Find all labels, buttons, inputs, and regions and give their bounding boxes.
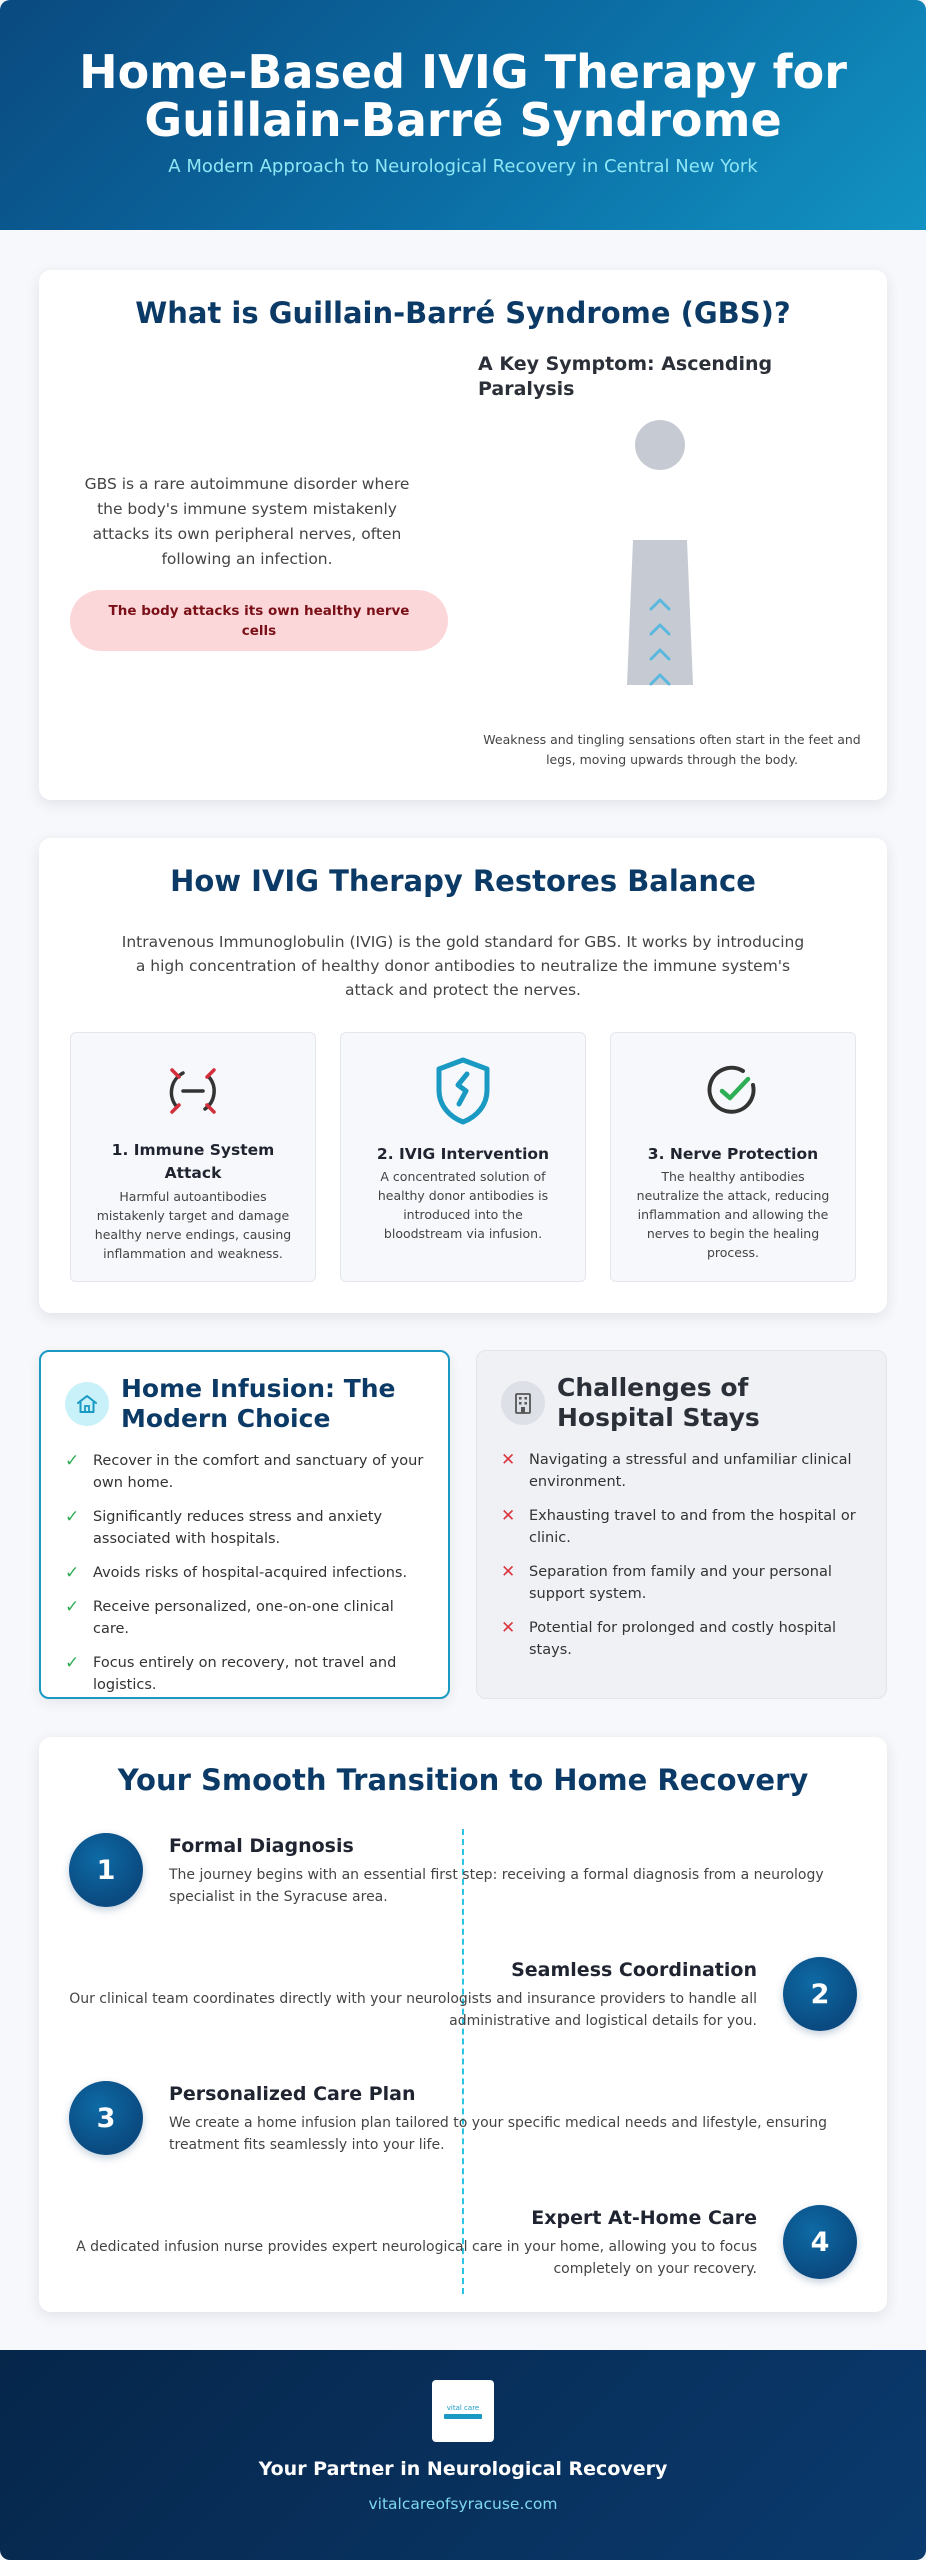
list-item: ✕Potential for prolonged and costly hosp… [501,1618,837,1658]
step-text: Our clinical team coordinates directly w… [69,1991,757,2029]
step-title: Seamless Coordination [511,1959,757,1981]
step-title: Expert At-Home Care [531,2207,757,2229]
checkmark-icon: ✓ [65,1597,80,1617]
ivig-step-title: 3. Nerve Protection [647,1145,819,1163]
ivig-title: How IVIG Therapy Restores Balance [170,864,756,898]
shield-icon [436,1057,490,1125]
checkmark-icon: ✓ [65,1507,80,1527]
logo-bar [444,2413,482,2419]
ivig-section: How IVIG Therapy Restores Balance Intrav… [39,838,887,1313]
list-item: ✓Avoids risks of hospital-acquired infec… [65,1563,408,1583]
x-mark-icon: ✕ [501,1618,516,1638]
ivig-step-2: 2. IVIG Intervention A concentrated solu… [340,1032,586,1282]
page-subtitle: A Modern Approach to Neurological Recove… [168,156,758,177]
gbs-highlight: The body attacks its own healthy nerve c… [70,590,448,651]
transition-section: Your Smooth Transition to Home Recovery … [39,1737,887,2312]
footer-url-link[interactable]: vitalcareofsyracuse.com [368,2495,558,2513]
x-mark-icon: ✕ [501,1562,516,1582]
timeline-step-1: 1 Formal Diagnosis The journey begins wi… [39,1833,887,1923]
list-item: ✕Navigating a stressful and unfamiliar c… [501,1450,852,1490]
gbs-section: What is Guillain-Barré Syndrome (GBS)? G… [39,270,887,800]
hospital-challenges-list: ✕Navigating a stressful and unfamiliar c… [501,1449,866,1673]
step-number-badge: 1 [69,1833,143,1907]
hospital-challenges-card: Challenges of Hospital Stays ✕Navigating… [476,1350,887,1699]
home-icon [65,1382,109,1426]
human-figure-icon [625,420,695,700]
footer-tagline: Your Partner in Neurological Recovery [258,2458,668,2480]
checkmark-icon: ✓ [65,1563,80,1583]
timeline-step-2: 2 Seamless Coordination Our clinical tea… [39,1957,887,2047]
company-logo: vital care [432,2380,494,2442]
step-title: Formal Diagnosis [169,1835,354,1857]
ivig-step-title: 2. IVIG Intervention [376,1145,550,1163]
list-item: ✕Exhausting travel to and from the hospi… [501,1506,856,1546]
page-footer: vital care Your Partner in Neurological … [0,2350,926,2560]
timeline-step-3: 3 Personalized Care Plan We create a hom… [39,2081,887,2171]
step-number-badge: 3 [69,2081,143,2155]
hospital-building-icon [501,1381,545,1425]
gbs-title: What is Guillain-Barré Syndrome (GBS)? [135,296,791,330]
symptom-title: A Key Symptom: Ascending Paralysis [478,353,773,400]
gbs-description: GBS is a rare autoimmune disorder where … [84,475,410,568]
step-text: We create a home infusion plan tailored … [169,2115,828,2153]
step-title: Personalized Care Plan [169,2083,416,2105]
logo-text: vital care [446,2403,480,2412]
list-item: ✕Separation from family and your persona… [501,1562,832,1602]
list-item: ✓Significantly reduces stress and anxiet… [65,1507,383,1547]
step-number-badge: 2 [783,1957,857,2031]
page-title: Home-Based IVIG Therapy for Guillain-Bar… [79,45,847,147]
check-circle-icon [707,1065,756,1114]
timeline-step-4: 4 Expert At-Home Care A dedicated infusi… [39,2205,887,2295]
step-text: A dedicated infusion nurse provides expe… [76,2239,757,2277]
list-item: ✓Receive personalized, one-on-one clinic… [65,1597,394,1637]
step-number-badge: 4 [783,2205,857,2279]
ivig-step-1: 1. Immune System Attack Harmful autoanti… [70,1032,316,1282]
symptom-caption: Weakness and tingling sensations often s… [483,732,861,767]
list-item: ✓Recover in the comfort and sanctuary of… [65,1451,424,1491]
home-benefits-list: ✓Recover in the comfort and sanctuary of… [65,1450,428,1708]
checkmark-icon: ✓ [65,1653,80,1673]
x-mark-icon: ✕ [501,1450,516,1470]
ivig-step-title: 1. Immune System Attack [111,1141,275,1182]
list-item: ✓Focus entirely on recovery, not travel … [65,1653,397,1693]
timeline-line [462,1829,464,2294]
checkmark-icon: ✓ [65,1451,80,1471]
ivig-intro: Intravenous Immunoglobulin (IVIG) is the… [121,933,805,999]
home-infusion-card: Home Infusion: The Modern Choice ✓Recove… [39,1350,450,1699]
x-mark-icon: ✕ [501,1506,516,1526]
hospital-challenges-title: Challenges of Hospital Stays [557,1373,760,1432]
step-text: The journey begins with an essential fir… [169,1867,824,1905]
ivig-step-text: Harmful autoantibodies mistakenly target… [94,1189,292,1261]
chevron-up-icon [649,598,671,686]
ivig-step-text: A concentrated solution of healthy donor… [377,1169,549,1241]
transition-title: Your Smooth Transition to Home Recovery [117,1763,809,1797]
page-header: Home-Based IVIG Therapy for Guillain-Bar… [0,0,926,230]
home-infusion-title: Home Infusion: The Modern Choice [121,1374,396,1433]
ivig-step-text: The healthy antibodies neutralize the at… [636,1169,830,1260]
ivig-step-3: 3. Nerve Protection The healthy antibodi… [610,1032,856,1282]
attack-icon [169,1068,216,1114]
